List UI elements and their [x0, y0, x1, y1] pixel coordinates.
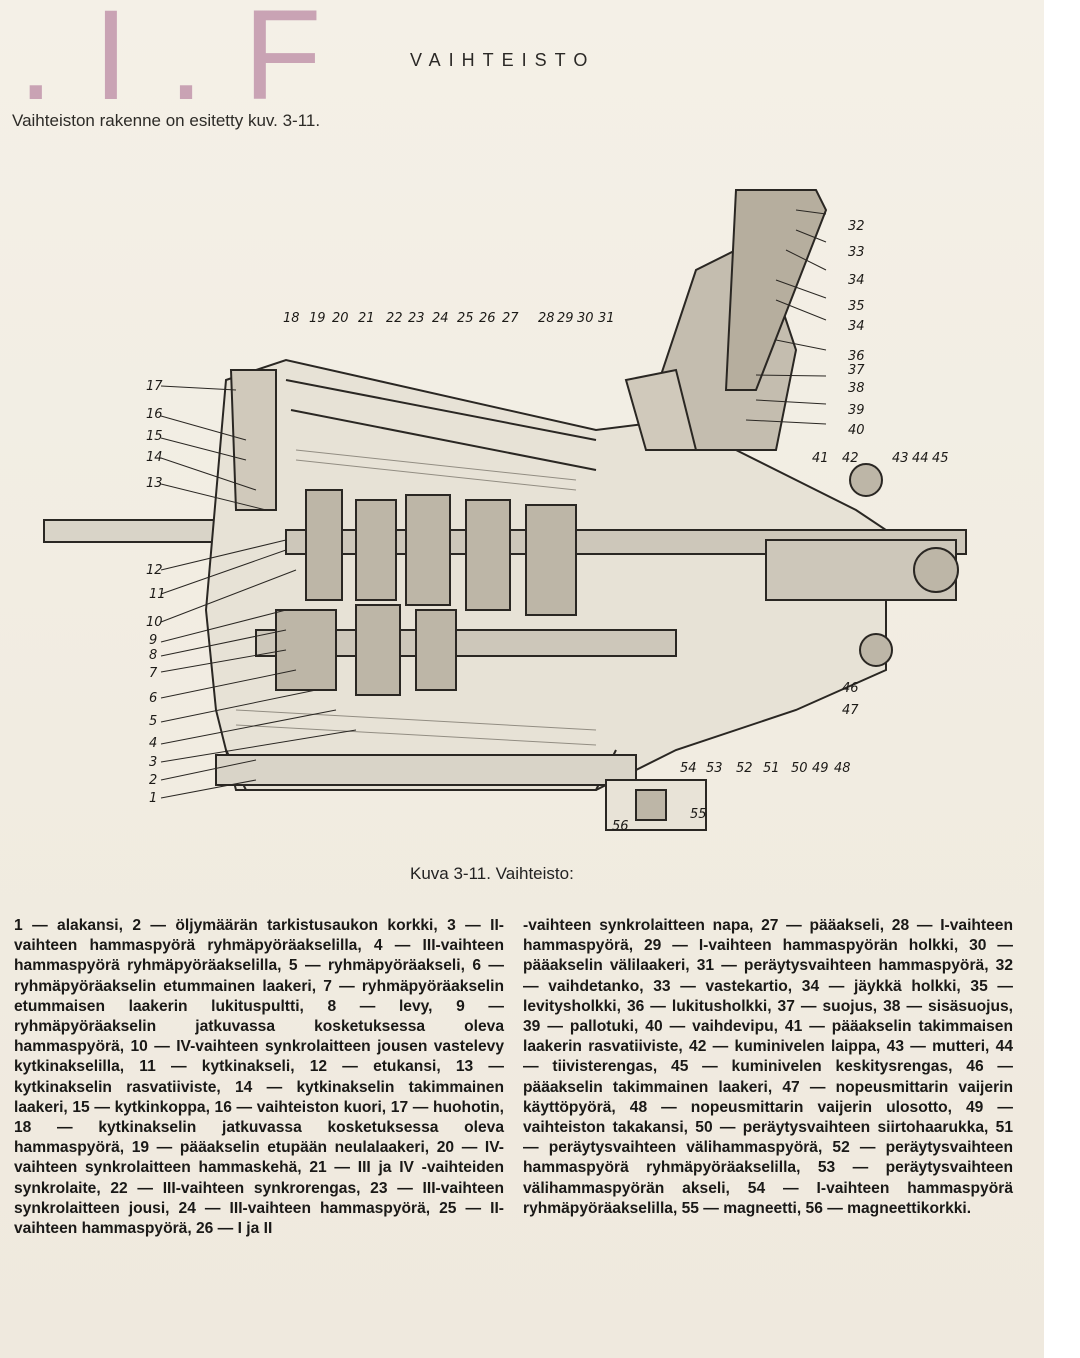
callout-left: 2: [149, 773, 157, 788]
callout-left: 6: [149, 691, 157, 706]
callout-top: 24: [432, 311, 449, 326]
callout-bottom: 54: [680, 761, 697, 776]
legend-right-column: -vaihteen synkrolaitteen napa, 27 — pääa…: [523, 917, 1013, 1217]
callout-top: 22: [386, 311, 403, 326]
callout-left: 8: [149, 648, 157, 663]
callout-right: 34: [848, 273, 865, 288]
callout-right: 38: [848, 381, 865, 396]
callout-top: 18: [283, 311, 300, 326]
callout-top: 19: [309, 311, 326, 326]
callout-bottom: 48: [834, 761, 851, 776]
callout-right: 32: [848, 219, 865, 234]
callout-left: 4: [149, 736, 157, 751]
callout-left: 12: [146, 563, 163, 578]
callout-bottom: 52: [736, 761, 753, 776]
callout-right-low: 47: [842, 703, 859, 718]
callout-top: 25: [457, 311, 474, 326]
callout-bottom: 49: [812, 761, 829, 776]
callout-right-mid: 41: [812, 451, 829, 466]
callout-left: 1: [149, 791, 157, 806]
callout-right: 35: [848, 299, 865, 314]
scanned-page: . I . F VAIHTEISTO Vaihteiston rakenne o…: [0, 0, 1044, 1358]
callout-top: 29: [557, 311, 574, 326]
legend-left-column: 1 — alakansi, 2 — öljymäärän tarkistusau…: [14, 917, 504, 1238]
callout-top: 23: [408, 311, 425, 326]
callout-right-mid: 43: [892, 451, 909, 466]
callout-right: 36: [848, 349, 865, 364]
callout-top: 21: [358, 311, 375, 326]
callout-left: 11: [149, 587, 166, 602]
corner-letters: . I . F: [18, 0, 324, 127]
callout-right: 37: [848, 363, 865, 378]
callout-top: 26: [479, 311, 496, 326]
page-edge: [1044, 0, 1080, 1358]
page-heading: VAIHTEISTO: [410, 50, 596, 70]
figure-caption: Kuva 3-11. Vaihteisto:: [410, 864, 574, 883]
callout-top: 30: [577, 311, 594, 326]
callout-left: 3: [149, 755, 157, 770]
callout-right-mid: 45: [932, 451, 949, 466]
callout-top: 27: [502, 311, 519, 326]
callout-right: 34: [848, 319, 865, 334]
callout-left: 7: [149, 666, 158, 681]
callout-right: 33: [848, 245, 865, 260]
callout-left: 15: [146, 429, 163, 444]
callout-left: 9: [149, 633, 157, 648]
callout-right: 39: [848, 403, 865, 418]
callout-right: 40: [848, 423, 865, 438]
callout-top: 20: [332, 311, 349, 326]
callout-right-mid: 42: [842, 451, 859, 466]
inset-label: 56: [612, 819, 629, 834]
inset-label: 55: [690, 807, 707, 822]
callout-bottom: 51: [763, 761, 780, 776]
callout-left: 13: [146, 476, 163, 491]
callout-left: 10: [146, 615, 163, 630]
gearbox-cutaway-figure: 18 19 20 21 22 23 24 25 26 27 28 29 30 3…: [43, 189, 967, 834]
callout-right-mid: 44: [912, 451, 929, 466]
callout-top: 31: [598, 311, 615, 326]
intro-text: Vaihteiston rakenne on esitetty kuv. 3-1…: [12, 111, 321, 130]
callout-top: 28: [538, 311, 555, 326]
callout-right-low: 46: [842, 681, 859, 696]
callout-bottom: 50: [791, 761, 808, 776]
callout-left: 16: [146, 407, 163, 422]
callout-left: 14: [146, 450, 163, 465]
callout-bottom: 53: [706, 761, 723, 776]
callout-left: 17: [146, 379, 163, 394]
callout-left: 5: [149, 714, 157, 729]
